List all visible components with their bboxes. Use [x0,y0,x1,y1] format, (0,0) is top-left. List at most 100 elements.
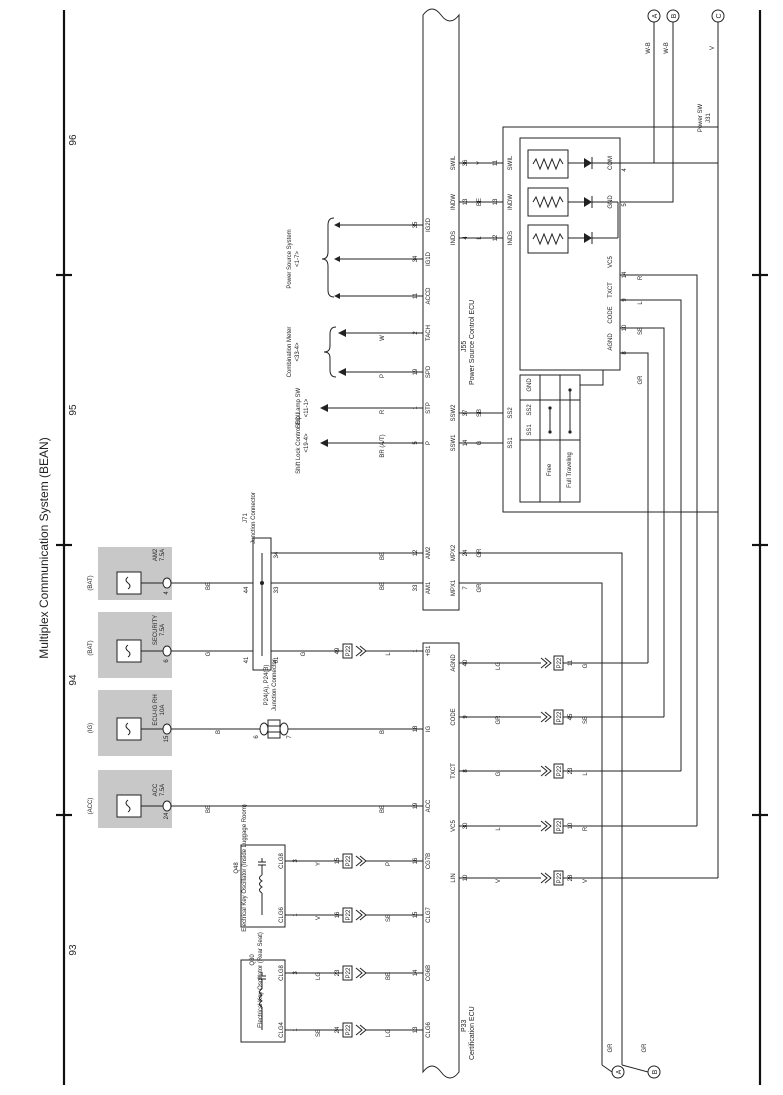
svg-text:AM2: AM2 [153,548,159,561]
power-switch-j31: J31 Power SW SWIL INDW INDS 11 13 12 [493,103,719,513]
pin-mpx1-wire: GR [477,583,483,593]
svg-text:CLG8: CLG8 [279,853,285,869]
top-terminals: W-B W-B V A B C [620,9,725,878]
svg-text:G: G [206,651,212,656]
svg-text:Full Traveling: Full Traveling [567,452,573,488]
svg-text:B: B [652,1069,659,1074]
svg-text:19: 19 [413,802,419,809]
svg-text:Junction Connector: Junction Connector [251,492,257,544]
svg-text:CG7B: CG7B [426,853,432,869]
page-number-96: 96 [68,134,79,146]
fuse-security: (BAT) 7.5A SECURITY 6 [88,615,172,663]
resistor-network [527,149,569,254]
svg-text:CLG6: CLG6 [426,1022,432,1038]
svg-text:L: L [583,772,589,776]
svg-text:(IG): (IG) [88,723,94,733]
svg-text:Q30: Q30 [250,954,256,966]
svg-text:4: 4 [164,591,170,595]
svg-text:BE: BE [206,805,212,813]
junction-connector-j71: J71 Junction Connector 44 34 33 41 61 [243,492,280,671]
svg-text:AGND: AGND [451,654,457,672]
power-sw-signal-wires: R L SB GR [620,274,698,826]
svg-text:18: 18 [413,725,419,732]
svg-text:7.5A: 7.5A [160,784,166,796]
wire-tach-color: W [380,335,386,341]
svg-text:6: 6 [164,659,170,663]
fuse-blocks [98,547,172,828]
svg-text:V: V [710,46,716,50]
p33-name: Certification ECU [469,1006,476,1060]
svg-text:P24(A), P24(B): P24(A), P24(B) [264,665,270,706]
svg-text:P22: P22 [557,765,563,776]
svg-text:SB: SB [316,1029,322,1037]
svg-text:LG: LG [496,662,502,670]
svg-text:24: 24 [164,812,170,819]
svg-text:33: 33 [274,586,280,593]
svg-text:7.5A: 7.5A [160,549,166,561]
svg-text:SB: SB [638,327,644,335]
power-source-control-ecu: J55 Power Source Control ECU [422,8,476,611]
p33-right-pins: AGND 40 LG P22 11 G CODE 9 GR P22 45 SB … [451,654,718,886]
svg-text:CLG6: CLG6 [279,907,285,923]
svg-text:1: 1 [293,913,299,917]
wire-stp-color: R [380,409,386,414]
svg-text:P22: P22 [557,711,563,722]
pin-ssw2-label: SSW2 [451,404,457,422]
svg-text:GR: GR [642,1043,648,1053]
svg-text:VC5: VC5 [451,820,457,832]
svg-text:BE: BE [380,582,386,590]
svg-text:CLG4: CLG4 [279,1022,285,1038]
svg-text:AGND: AGND [608,333,614,351]
svg-text:SB: SB [386,914,392,922]
svg-text:5: 5 [622,203,628,207]
page-number-93: 93 [68,944,79,956]
svg-text:GR: GR [638,375,644,385]
page-tick-marks [56,273,768,817]
pin-spd-label: SPD [426,365,432,378]
svg-text:J71: J71 [243,513,249,523]
fuse-ecu-ig-rh: (IG) 10A ECU-IG RH 15 [88,694,172,742]
pin-mpx1-label: MPX1 [451,579,457,596]
svg-text:R: R [638,275,644,280]
svg-text:7: 7 [287,735,293,739]
svg-text:(BAT): (BAT) [88,575,94,590]
svg-text:G: G [496,771,502,776]
svg-text:A: A [616,1069,623,1074]
svg-text:V: V [496,879,502,883]
svg-text:ACC: ACC [426,799,432,812]
svg-text:CODE: CODE [451,708,457,725]
svg-text:J31: J31 [706,113,712,123]
svg-text:34: 34 [274,551,280,558]
svg-text:(ACC): (ACC) [88,798,94,815]
svg-text:P22: P22 [346,909,352,920]
svg-text:V: V [583,879,589,883]
pin-am1-num: 33 [413,584,419,591]
svg-text:41: 41 [244,656,250,663]
svg-text:16: 16 [335,911,341,918]
svg-text:P22: P22 [346,645,352,656]
svg-text:B: B [380,730,386,734]
svg-text:CG6B: CG6B [426,965,432,981]
svg-text:49: 49 [335,647,341,654]
svg-text:L: L [386,652,392,656]
svg-text:Junction Connector: Junction Connector [272,659,278,711]
dest-stop-lamp-ref: <11-1> [304,398,310,417]
svg-text:6: 6 [254,735,260,739]
dest-stop-lamp-sw: Stop Lamp SW [296,387,302,428]
svg-text:4: 4 [622,168,628,172]
page-numbers: 96 95 94 93 [68,134,79,956]
certification-ecu: P33 Certification ECU [422,642,476,1079]
svg-text:Electrical Key Oscillator (Rea: Electrical Key Oscillator (Rear Seat) [258,932,264,1028]
fuse-am2: (BAT) 7.5A AM2 4 [88,548,172,595]
svg-text:Free: Free [547,463,553,476]
diagram-title: Multiplex Communication System (BEAN) [37,437,51,658]
svg-text:G: G [583,663,589,668]
pin-p-label: P [426,441,432,445]
oscillator-q48: Q48 Electrical Key Oscillator (Inside Lu… [234,804,423,932]
svg-text:SWIL: SWIL [508,155,514,170]
dest-shift-lock-ref: <19-4> [304,433,310,453]
svg-text:ECU-IG RH: ECU-IG RH [153,694,159,725]
svg-text:SECURITY: SECURITY [153,615,159,645]
svg-text:Electrical Key Oscillator (Ins: Electrical Key Oscillator (Inside Luggag… [242,804,248,931]
